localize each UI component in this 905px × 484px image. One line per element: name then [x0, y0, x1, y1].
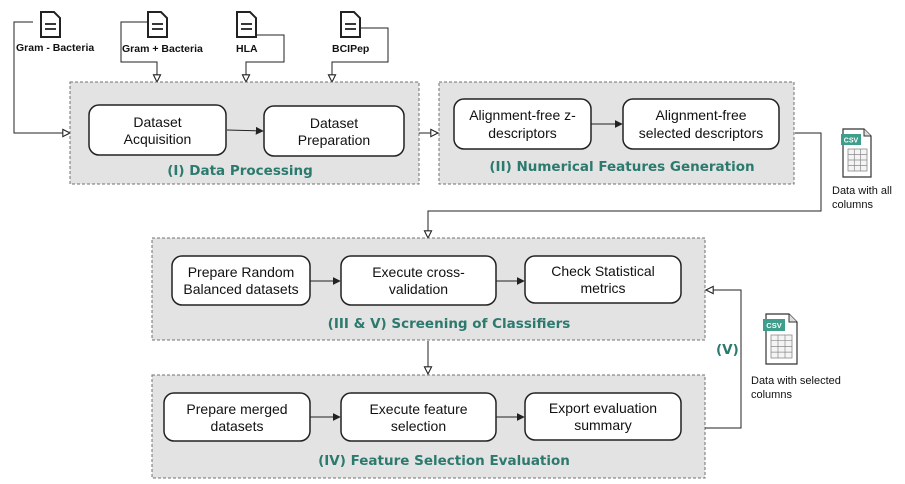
- svg-text:Preparation: Preparation: [298, 132, 370, 148]
- csv-caption: Data with all: [832, 185, 892, 197]
- document-icon: [147, 11, 168, 38]
- svg-text:Dataset: Dataset: [133, 114, 181, 130]
- svg-text:Export evaluation: Export evaluation: [549, 400, 657, 416]
- svg-text:Balanced datasets: Balanced datasets: [183, 281, 298, 297]
- box-z-descriptors: Alignment-free z- descriptors: [453, 98, 592, 150]
- document-icon: [236, 11, 257, 38]
- box-statistical-metrics: Check Statistical metrics: [524, 255, 682, 304]
- svg-text:selection: selection: [391, 418, 446, 434]
- flow-arrow: [226, 126, 264, 135]
- csv-file-icon: CSV: [763, 313, 798, 365]
- source-bcipep: BCIPep: [332, 11, 369, 55]
- source-gram-positive: Gram + Bacteria: [122, 11, 203, 55]
- box-dataset-acquisition: Dataset Acquisition: [88, 104, 227, 156]
- csv-caption: columns: [751, 389, 792, 401]
- box-cross-validation: Execute cross- validation: [340, 255, 497, 306]
- svg-text:CSV: CSV: [844, 138, 859, 145]
- svg-text:Prepare merged: Prepare merged: [186, 401, 287, 417]
- source-gram-negative: Gram - Bacteria: [16, 11, 94, 54]
- connector-gram-positive: [120, 21, 157, 82]
- box-feature-selection: Execute feature selection: [340, 392, 497, 442]
- source-label: HLA: [236, 43, 258, 55]
- loop-label: (V): [716, 342, 739, 358]
- stage-title: (IV) Feature Selection Evaluation: [318, 453, 570, 469]
- csv-caption: columns: [832, 199, 873, 211]
- source-hla: HLA: [236, 11, 258, 55]
- source-label: Gram + Bacteria: [122, 43, 203, 55]
- svg-text:Alignment-free: Alignment-free: [655, 107, 746, 123]
- connector-stage2-to-stage3: [428, 132, 822, 238]
- document-icon: [340, 11, 361, 38]
- csv-caption: Data with selected: [751, 375, 841, 387]
- stage-data-processing: Dataset Acquisition Dataset Preparation …: [69, 81, 420, 185]
- box-prepare-random-datasets: Prepare Random Balanced datasets: [171, 255, 311, 306]
- svg-text:Execute cross-: Execute cross-: [372, 264, 465, 280]
- svg-text:Dataset: Dataset: [310, 115, 358, 131]
- stage-numerical-features: Alignment-free z- descriptors Alignment-…: [438, 81, 795, 185]
- stage-title: (I) Data Processing: [167, 163, 313, 179]
- connector-hla: [246, 34, 285, 82]
- stage-screening-classifiers: Prepare Random Balanced datasets Execute…: [151, 237, 706, 341]
- stage-title: (II) Numerical Features Generation: [489, 159, 754, 175]
- svg-text:metrics: metrics: [580, 280, 625, 296]
- source-label: Gram - Bacteria: [16, 42, 94, 54]
- connector-gram-negative: [13, 21, 70, 133]
- svg-text:Acquisition: Acquisition: [124, 131, 192, 147]
- svg-text:Alignment-free z-: Alignment-free z-: [469, 107, 576, 123]
- stage-feature-selection: Prepare merged datasets Execute feature …: [151, 374, 706, 479]
- svg-text:Check Statistical: Check Statistical: [551, 263, 654, 279]
- box-export-summary: Export evaluation summary: [524, 392, 682, 441]
- svg-text:CSV: CSV: [766, 321, 781, 330]
- stage-title: (III & V) Screening of Classifiers: [328, 316, 571, 332]
- svg-text:Execute feature: Execute feature: [369, 401, 467, 417]
- svg-text:summary: summary: [574, 417, 632, 433]
- box-selected-descriptors: Alignment-free selected descriptors: [622, 98, 780, 150]
- csv-file-icon: CSV: [841, 128, 872, 178]
- svg-text:selected descriptors: selected descriptors: [639, 125, 764, 141]
- svg-text:Prepare Random: Prepare Random: [188, 264, 295, 280]
- svg-text:validation: validation: [389, 281, 448, 297]
- svg-text:datasets: datasets: [211, 418, 264, 434]
- source-label: BCIPep: [332, 43, 369, 55]
- document-icon: [40, 11, 61, 38]
- svg-text:descriptors: descriptors: [488, 125, 556, 141]
- box-dataset-preparation: Dataset Preparation: [263, 105, 405, 157]
- connector-bcipep: [332, 27, 389, 82]
- connector-loop-v: [705, 290, 742, 429]
- box-prepare-merged-datasets: Prepare merged datasets: [163, 392, 311, 442]
